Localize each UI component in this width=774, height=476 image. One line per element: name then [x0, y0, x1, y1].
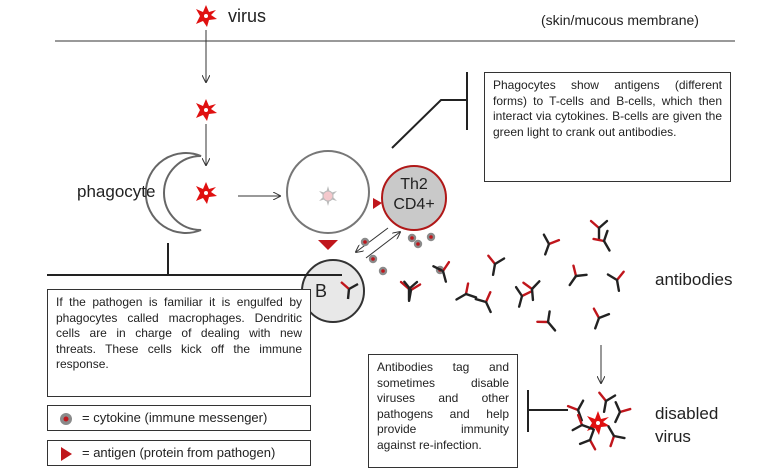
- phagocytes-info-box: Phagocytes show antigens (different form…: [484, 72, 731, 182]
- antibody-icon: [542, 233, 561, 256]
- antibodies-field: [399, 219, 625, 332]
- cytokine-dot: [368, 254, 378, 264]
- antibody-icon: [455, 282, 478, 301]
- cytokine-dot: [426, 232, 436, 242]
- virus-icon: [196, 182, 217, 204]
- cytokine-dot: [407, 233, 417, 243]
- legend-cytokine-text: = cytokine (immune messenger): [82, 410, 268, 425]
- arrow-b-to-th2: [365, 232, 400, 259]
- virus-icon: [196, 99, 217, 121]
- th2-cd4-cell: [381, 165, 447, 231]
- antibody-icon: [432, 260, 451, 283]
- b-cell: [301, 259, 365, 323]
- antibodies-info-box: Antibodies tag and sometimes disable vir…: [368, 354, 518, 468]
- antibody-icon: [592, 307, 611, 330]
- digested-virus-icon: [319, 186, 337, 206]
- antibody-icon: [474, 291, 492, 314]
- th2-label: Th2: [400, 176, 428, 193]
- cytokine-dot: [360, 237, 370, 247]
- cytokine-icon: [60, 413, 72, 425]
- antibodies-label: antibodies: [655, 270, 733, 289]
- legend-antigen: = antigen (protein from pathogen): [47, 440, 311, 466]
- disabled-label: disabled: [655, 404, 719, 423]
- b-cell-label: B: [315, 281, 328, 301]
- pathogen-info-box: If the pathogen is familiar it is engulf…: [47, 289, 311, 397]
- cd4-label: CD4+: [393, 196, 435, 213]
- antigen-marker: [373, 198, 382, 209]
- antibody-icon: [589, 219, 609, 241]
- antigen-marker: [318, 240, 338, 250]
- antibody-icon: [340, 281, 359, 300]
- skin-label: (skin/mucous membrane): [541, 12, 699, 28]
- antibody-icon: [607, 425, 626, 448]
- connector-line: [391, 99, 467, 149]
- bound-antibodies: [566, 391, 632, 451]
- antibody-icon: [578, 428, 597, 451]
- antibody-icon: [514, 285, 533, 308]
- disabled-virus-icon: [587, 411, 610, 435]
- antibody-icon: [568, 264, 588, 287]
- antibody-icon: [566, 399, 585, 422]
- virus-label: virus: [228, 6, 267, 26]
- virus-disabled-label: virus: [655, 427, 691, 446]
- virus-icon: [196, 5, 217, 27]
- antigen-icon: [61, 447, 72, 461]
- antibody-icon: [598, 391, 617, 414]
- antibody-icon: [592, 229, 611, 252]
- antibody-icon: [536, 310, 557, 332]
- phagocyte-cell: [144, 152, 202, 234]
- antibody-icon: [522, 280, 541, 302]
- antibody-icon: [487, 254, 506, 277]
- cytokine-dot: [413, 239, 423, 249]
- antibody-icon: [571, 413, 594, 432]
- legend-cytokine: = cytokine (immune messenger): [47, 405, 311, 431]
- phagocyte-label: phagocyte: [77, 182, 156, 201]
- arrow-th2-to-b: [356, 227, 389, 252]
- cytokine-dot: [378, 266, 388, 276]
- legend-antigen-text: = antigen (protein from pathogen): [82, 445, 276, 460]
- antibody-icon: [403, 280, 422, 303]
- antibody-icon: [606, 270, 625, 293]
- antibody-icon: [614, 401, 632, 424]
